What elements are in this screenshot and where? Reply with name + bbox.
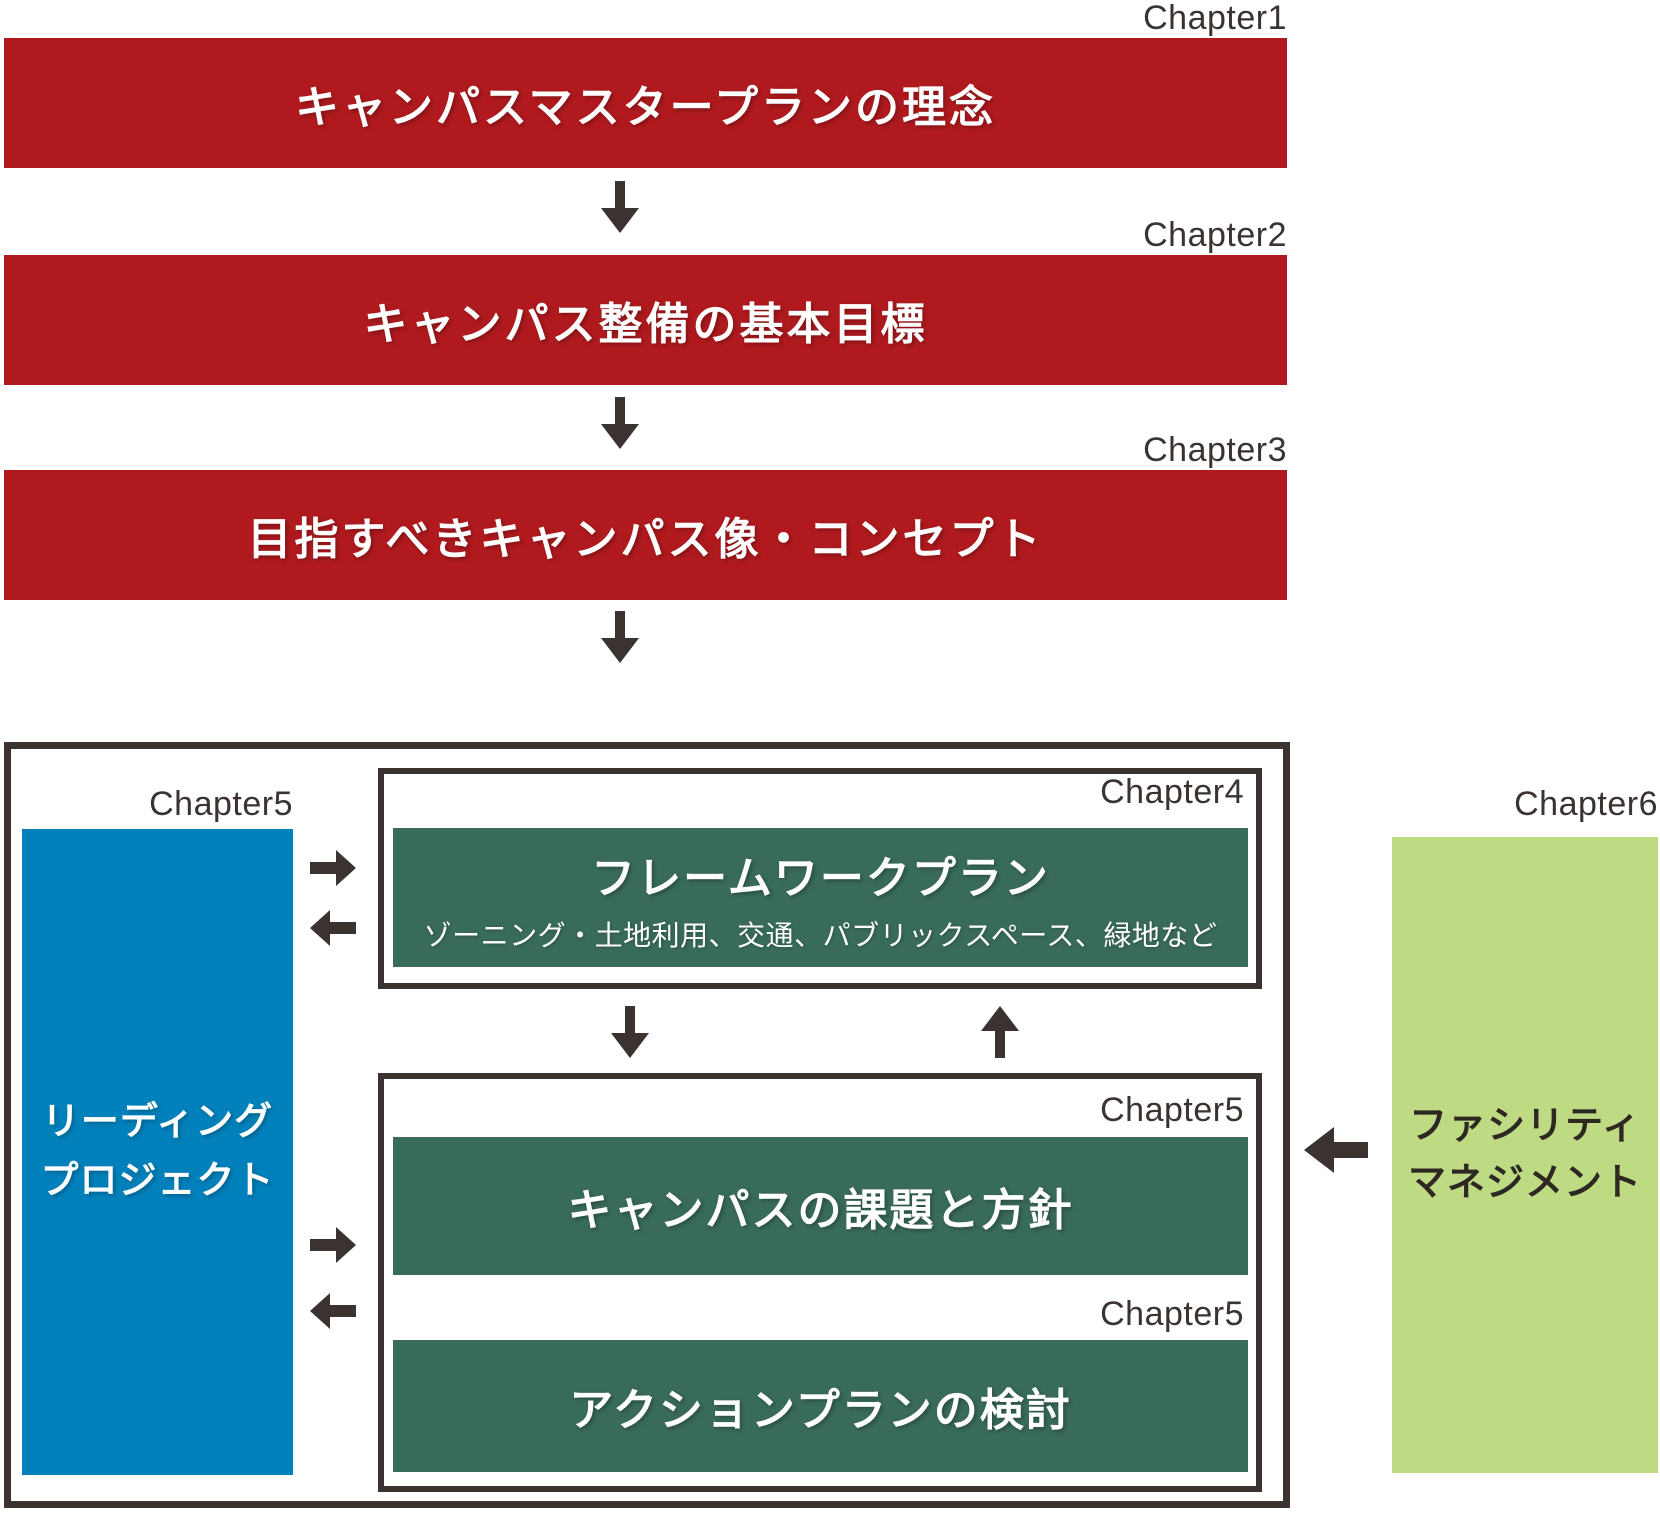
down-arrow-icon [598, 397, 642, 449]
chapter3-label: Chapter3 [1143, 431, 1287, 469]
issues-policy-bar: キャンパスの課題と方針 [393, 1137, 1248, 1275]
concept-bar: 目指すべきキャンパス像・コンセプト [4, 470, 1287, 600]
action-plan-title: アクションプランの検討 [569, 1386, 1072, 1435]
chapter4-label: Chapter4 [1100, 773, 1244, 811]
chapter2-label: Chapter2 [1143, 216, 1287, 254]
philosophy-bar: キャンパスマスタープランの理念 [4, 38, 1287, 168]
philosophy-title: キャンパスマスタープランの理念 [294, 83, 997, 132]
action-plan-bar: アクションプランの検討 [393, 1340, 1248, 1472]
framework-plan-bar: フレームワークプラン ゾーニング・土地利用、交通、パブリックスペース、緑地など [393, 828, 1248, 967]
chapter6-label: Chapter6 [1514, 785, 1658, 823]
up-arrow-icon [978, 1006, 1022, 1058]
right-arrow-icon [310, 1226, 356, 1264]
facility-management-title: ファシリティ マネジメント [1407, 1105, 1642, 1204]
left-arrow-icon [310, 1292, 356, 1330]
leading-project-box: リーディング プロジェクト [22, 829, 293, 1475]
chapter1-label: Chapter1 [1143, 0, 1287, 37]
big-left-arrow-icon [1302, 1126, 1368, 1174]
issues-policy-title: キャンパスの課題と方針 [567, 1186, 1074, 1235]
leading-project-title: リーディング プロジェクト [40, 1101, 275, 1202]
down-arrow-icon [598, 181, 642, 233]
right-arrow-icon [310, 849, 356, 887]
framework-plan-title: フレームワークプラン [591, 853, 1050, 903]
down-arrow-icon [598, 611, 642, 663]
down-arrow-icon [608, 1006, 652, 1058]
facility-management-box: ファシリティ マネジメント [1392, 837, 1658, 1473]
chapter5-issues-label: Chapter5 [1100, 1091, 1244, 1129]
chapter5-leading-label: Chapter5 [149, 785, 293, 823]
chapter5-action-label: Chapter5 [1100, 1295, 1244, 1333]
framework-plan-subtitle: ゾーニング・土地利用、交通、パブリックスペース、緑地など [423, 919, 1218, 951]
basic-goals-bar: キャンパス整備の基本目標 [4, 255, 1287, 385]
basic-goals-title: キャンパス整備の基本目標 [363, 300, 928, 349]
concept-title: 目指すべきキャンパス像・コンセプト [247, 515, 1044, 564]
left-arrow-icon [310, 909, 356, 947]
